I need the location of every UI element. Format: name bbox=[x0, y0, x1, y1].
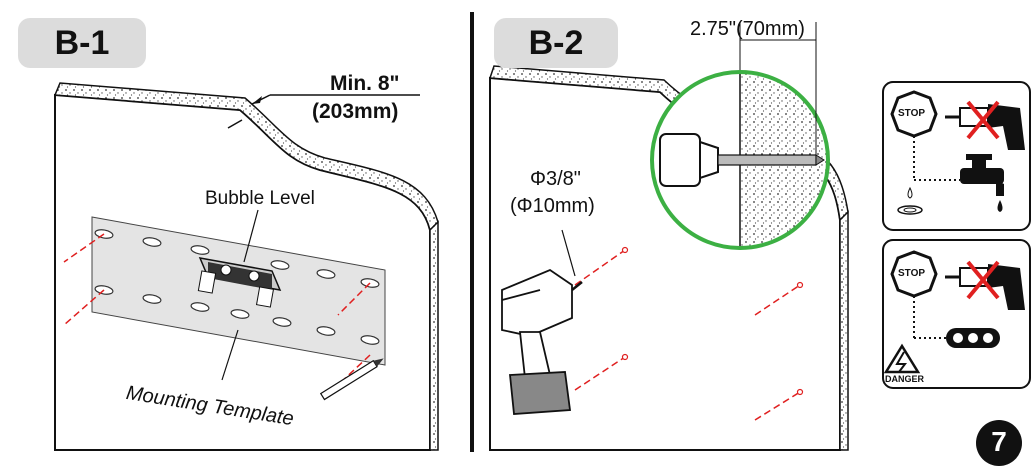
power-drill bbox=[501, 268, 583, 415]
wall-side-edge-b2 bbox=[839, 210, 849, 451]
depth-label: 2.75"(70mm) bbox=[690, 18, 805, 40]
bubble-level-tool bbox=[197, 257, 282, 308]
min-distance-label-1: Min. 8" bbox=[330, 72, 400, 95]
mounting-template bbox=[91, 216, 386, 366]
panel-b2: B-2 2.75"(70mm) Φ3/8" (Φ10mm) bbox=[480, 0, 1032, 451]
zoom-circle bbox=[650, 70, 830, 250]
b1-illustration bbox=[53, 82, 439, 451]
bit-size-label-2: (Φ10mm) bbox=[510, 195, 595, 217]
page-number: 7 bbox=[976, 420, 1022, 466]
step-badge-b1: B-1 bbox=[18, 18, 146, 68]
min-distance-label-2: (203mm) bbox=[312, 100, 399, 123]
wall-side-edge bbox=[429, 220, 439, 451]
b2-illustration bbox=[488, 22, 849, 451]
bit-size-label-1: Φ3/8" bbox=[530, 168, 581, 190]
panel-divider bbox=[470, 12, 474, 452]
stop-label-2: STOP bbox=[898, 268, 926, 279]
bubble-level-label: Bubble Level bbox=[205, 188, 315, 209]
template-slots-bottom bbox=[94, 285, 380, 345]
stop-label-1: STOP bbox=[898, 108, 926, 119]
panel-b1: B-1 Min. 8" (203mm) Bubble Level Mountin… bbox=[0, 0, 465, 451]
drill-depth-zoom bbox=[652, 72, 828, 248]
step-badge-b2: B-2 bbox=[494, 18, 618, 68]
drill-holes bbox=[621, 246, 804, 396]
danger-label: DANGER bbox=[885, 374, 925, 384]
drill-guide-lines-b2 bbox=[574, 249, 801, 421]
pencil bbox=[319, 358, 384, 401]
